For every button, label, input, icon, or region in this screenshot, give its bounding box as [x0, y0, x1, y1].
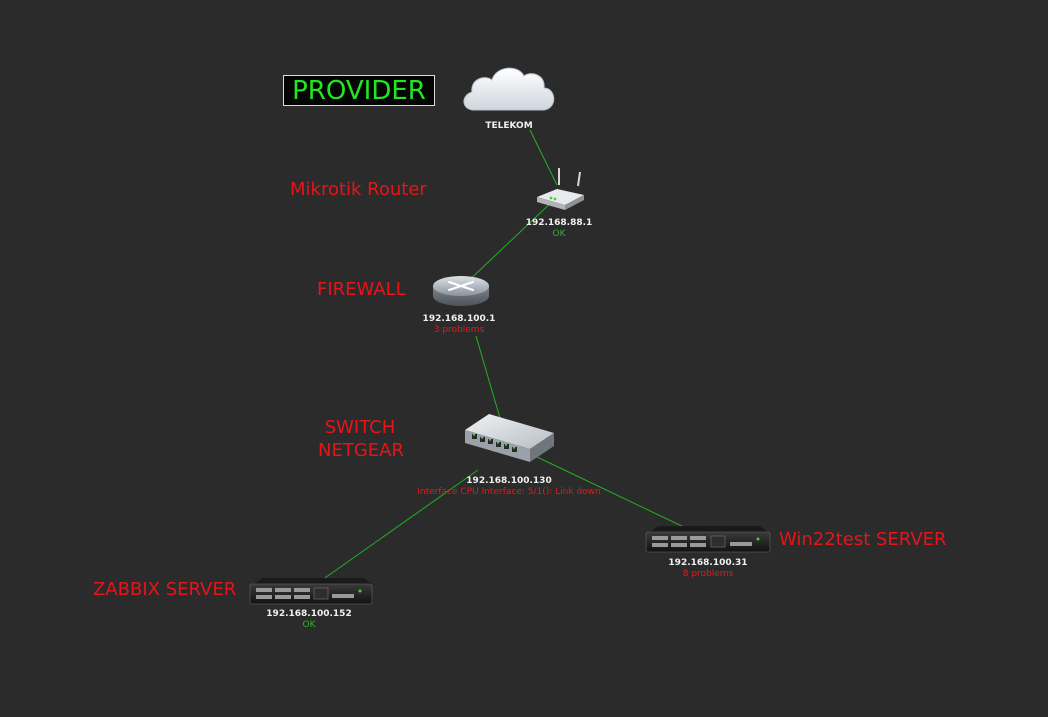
wifi-router-icon[interactable]	[537, 168, 584, 210]
link-firewall-switch	[475, 335, 501, 419]
switch-caption: SWITCH NETGEAR	[318, 416, 404, 462]
switch-caption-line2: NETGEAR	[318, 440, 404, 461]
telekom-label: TELEKOM	[485, 121, 533, 131]
link-switch-win22	[534, 455, 691, 531]
firewall-status[interactable]: 3 problems	[433, 325, 485, 335]
switch-caption-line1: SWITCH	[324, 417, 396, 438]
cloud-icon[interactable]	[463, 67, 555, 111]
win22-ip-label: 192.168.100.31	[668, 558, 748, 568]
router-status: OK	[552, 229, 566, 239]
zabbix-caption: ZABBIX SERVER	[93, 579, 237, 600]
link-telekom-router	[529, 129, 558, 186]
links	[321, 129, 691, 581]
firewall-caption: FIREWALL	[317, 279, 406, 300]
router-icon[interactable]	[433, 276, 489, 306]
mikrotik-caption: Mikrotik Router	[290, 179, 427, 200]
rack-server-icon[interactable]	[249, 578, 373, 605]
switch-status[interactable]: Interface CPU Interface: 5/1(): Link dow…	[417, 487, 601, 497]
link-router-firewall	[461, 196, 558, 288]
router-ip-label: 192.168.88.1	[525, 218, 593, 228]
network-switch-icon[interactable]	[465, 414, 554, 462]
win22-status[interactable]: 8 problems	[682, 569, 734, 579]
provider-label: PROVIDER	[283, 75, 435, 106]
win22-caption: Win22test SERVER	[779, 529, 947, 550]
link-switch-zabbix	[321, 469, 479, 581]
firewall-ip-label: 192.168.100.1	[422, 314, 496, 324]
zabbix-status: OK	[302, 620, 316, 630]
rack-server-icon[interactable]	[645, 526, 771, 553]
switch-ip-label: 192.168.100.130	[466, 476, 552, 486]
zabbix-ip-label: 192.168.100.152	[266, 609, 352, 619]
